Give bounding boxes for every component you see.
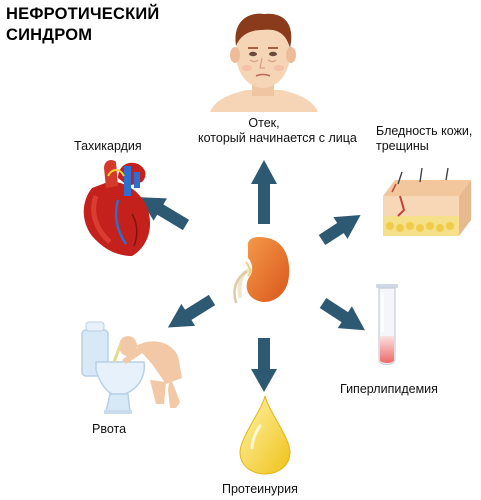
skin-label-line-2: трещины — [376, 139, 429, 153]
drop-icon — [239, 395, 291, 475]
title-line-2: СИНДРОМ — [6, 26, 93, 44]
toilet-icon — [81, 321, 146, 414]
edema-label-line-2: который начинается с лица — [198, 131, 357, 145]
tachycardia-label: Тахикардия — [74, 139, 142, 153]
person-vomiting-icon — [112, 336, 182, 408]
title-line-1: НЕФРОТИЧЕСКИЙ — [6, 5, 160, 23]
arrow-upper-left — [139, 197, 190, 231]
heart-icon — [83, 160, 151, 256]
skin-label-line-1: Бледность кожи, — [376, 124, 473, 138]
kidney-icon — [233, 237, 290, 304]
arrow-lower-right — [319, 297, 365, 331]
arrow-down — [251, 338, 277, 392]
test-tube-icon — [376, 284, 398, 366]
arrow-up — [251, 160, 277, 224]
skin-layers-icon — [383, 167, 471, 236]
face-icon — [210, 13, 318, 112]
arrow-upper-right — [318, 214, 361, 246]
edema-label: Отек, который начинается с лица — [198, 116, 357, 146]
hyperlipidemia-label: Гиперлипидемия — [340, 382, 438, 396]
skin-label: Бледность кожи, трещины — [376, 124, 472, 154]
diagram-title: НЕФРОТИЧЕСКИЙ СИНДРОМ — [6, 4, 159, 46]
vomiting-label: Рвота — [92, 422, 127, 436]
edema-label-line-1: Отек, — [248, 116, 280, 130]
proteinuria-label: Протеинурия — [222, 482, 298, 496]
arrow-lower-left — [167, 294, 216, 328]
